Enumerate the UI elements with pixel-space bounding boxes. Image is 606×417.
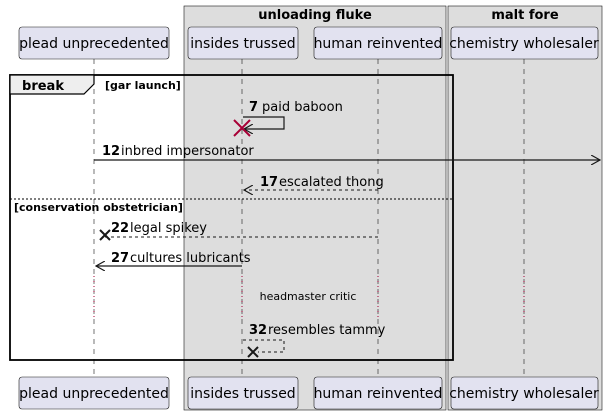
- message-22-label: legal spikey: [130, 221, 207, 236]
- message-12: 12 inbred impersonator: [94, 144, 600, 160]
- message-27-label: cultures lubricants: [130, 251, 251, 266]
- message-27-number: 27: [111, 251, 129, 266]
- message-17-number: 17: [260, 175, 278, 190]
- fragment-guard-1: [gar launch]: [105, 79, 181, 92]
- participant-insides-top[interactable]: insides trussed: [187, 26, 299, 60]
- fragment-guard-2: [conservation obstetrician]: [14, 201, 183, 214]
- message-17-label: escalated thong: [279, 175, 384, 190]
- box-unloading-fluke: unloading fluke: [183, 5, 447, 411]
- message-27: 27 cultures lubricants: [96, 251, 251, 266]
- message-32: 32 resembles tammy: [243, 323, 386, 358]
- break-fragment: break [gar launch] [conservation obstetr…: [9, 74, 454, 361]
- message-32-arrow: [243, 339, 285, 353]
- participant-label: chemistry wholesaler: [449, 386, 599, 402]
- participant-label: insides trussed: [190, 386, 295, 402]
- participant-label: plead unprecedented: [19, 36, 169, 52]
- box-title-unloading: unloading fluke: [258, 8, 372, 23]
- lost-x-icon: [247, 346, 259, 358]
- message-7-number: 7: [249, 100, 258, 115]
- participant-label: plead unprecedented: [19, 386, 169, 402]
- participant-label: human reinvented: [314, 386, 443, 402]
- participant-chemistry-bottom[interactable]: chemistry wholesaler: [449, 376, 599, 410]
- delay-section: headmaster critic: [93, 276, 525, 318]
- message-32-label: resembles tammy: [268, 323, 386, 338]
- participant-plead-bottom[interactable]: plead unprecedented: [18, 376, 170, 410]
- participant-chemistry-top[interactable]: chemistry wholesaler: [449, 26, 599, 60]
- message-7-label: paid baboon: [262, 100, 343, 115]
- participant-label: chemistry wholesaler: [449, 36, 599, 52]
- lost-x-icon: [99, 229, 111, 241]
- message-12-number: 12: [102, 144, 120, 159]
- delay-label: headmaster critic: [260, 290, 357, 303]
- message-22-number: 22: [111, 221, 129, 236]
- destroy-x-icon: [233, 119, 251, 137]
- fragment-keyword: break: [22, 79, 64, 94]
- participant-human-top[interactable]: human reinvented: [314, 26, 443, 60]
- box-title-malt: malt fore: [491, 8, 559, 23]
- message-7: 7 paid baboon: [233, 100, 343, 137]
- participant-label: insides trussed: [190, 36, 295, 52]
- message-7-arrow: [243, 116, 285, 129]
- message-17: 17 escalated thong: [244, 175, 384, 190]
- box-malt-fore: malt fore: [447, 5, 603, 411]
- participant-label: human reinvented: [314, 36, 443, 52]
- message-12-label: inbred impersonator: [121, 144, 254, 159]
- participant-plead-top[interactable]: plead unprecedented: [18, 26, 170, 60]
- message-22: 22 legal spikey: [99, 221, 378, 241]
- participant-human-bottom[interactable]: human reinvented: [314, 376, 443, 410]
- lifelines: [93, 59, 525, 377]
- message-32-number: 32: [249, 323, 267, 338]
- participant-insides-bottom[interactable]: insides trussed: [187, 376, 299, 410]
